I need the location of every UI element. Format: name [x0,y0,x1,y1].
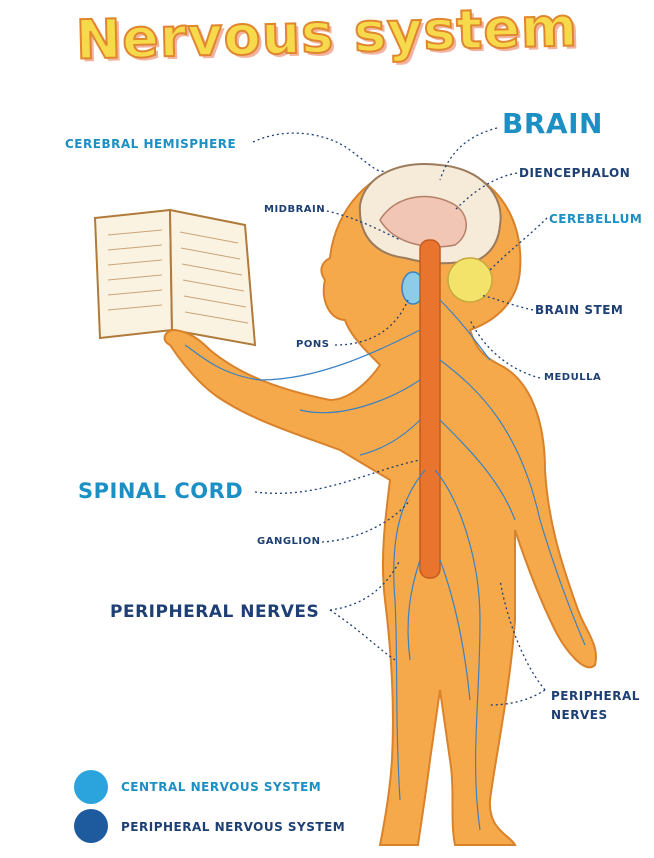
label-diencephalon: DIENCEPHALON [519,166,630,180]
legend-label-central: CENTRAL NERVOUS SYSTEM [121,780,321,794]
label-cerebellum: CEREBELLUM [549,212,642,226]
spinal-cord-illustration [420,240,440,578]
label-brain-stem: BRAIN STEM [535,303,623,317]
legend-dot-central [74,770,108,804]
label-peripheral-nerves-right-line2: NERVES [551,708,608,722]
label-brain: BRAIN [502,107,603,140]
label-peripheral-nerves-left: PERIPHERAL NERVES [110,602,319,622]
legend-dot-peripheral [74,809,108,843]
label-peripheral-nerves-right-line1: PERIPHERAL [551,689,640,703]
label-cerebral-hemisphere: CEREBRAL HEMISPHERE [65,137,236,151]
label-medulla: MEDULLA [544,372,601,383]
book-illustration [95,210,255,345]
label-pons: PONS [296,339,329,350]
label-spinal-cord: SPINAL CORD [78,479,243,503]
label-midbrain: MIDBRAIN [264,204,325,215]
legend-label-peripheral: PERIPHERAL NERVOUS SYSTEM [121,820,345,834]
label-ganglion: GANGLION [257,536,321,547]
